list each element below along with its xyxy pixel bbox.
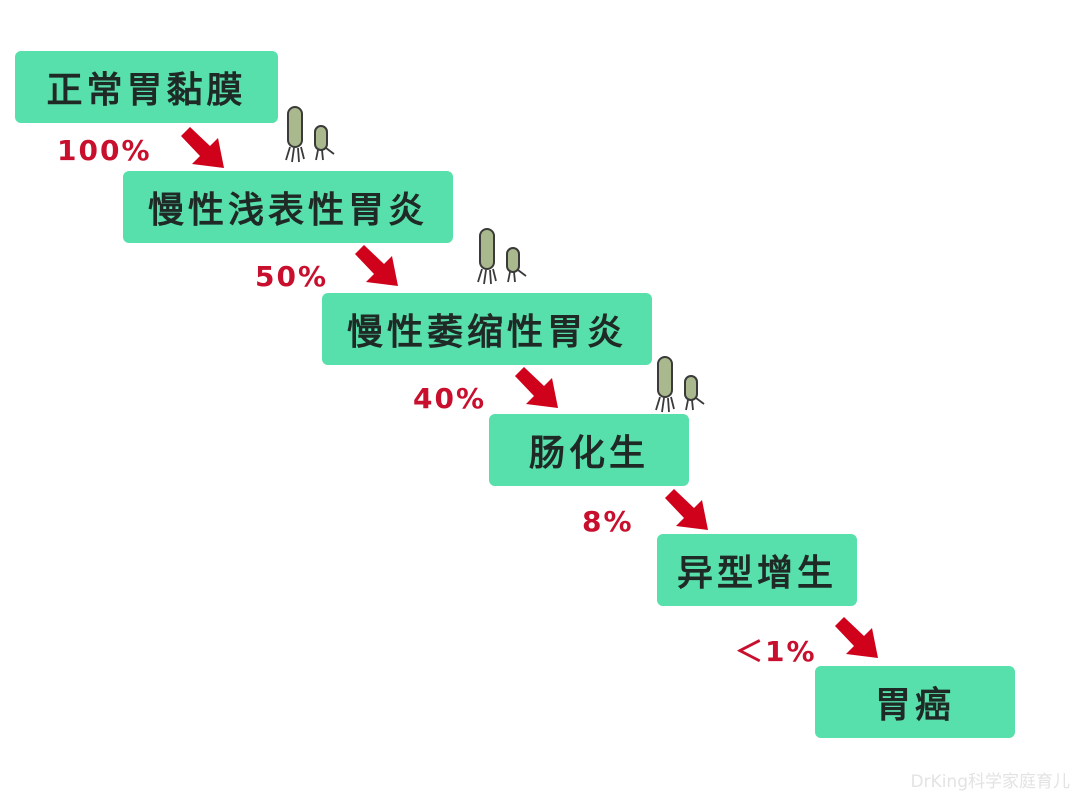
red-arrow-icon bbox=[181, 127, 224, 168]
stage-label: 异型增生 bbox=[676, 553, 837, 594]
helicobacter-bacteria-icon bbox=[477, 228, 527, 285]
transition-percent: 8% bbox=[582, 505, 634, 538]
transition-percent: ＜1% bbox=[735, 635, 817, 668]
stage-label: 肠化生 bbox=[528, 433, 649, 474]
transition-percent: 40% bbox=[413, 382, 487, 415]
transition-percent: 100% bbox=[57, 134, 152, 167]
stage-gastric-cancer: 胃癌 bbox=[815, 666, 1015, 738]
stage-label: 正常胃黏膜 bbox=[46, 70, 247, 111]
helicobacter-bacteria-icon bbox=[285, 106, 335, 163]
stage-chronic-superficial-gastritis: 慢性浅表性胃炎 bbox=[123, 171, 453, 243]
red-arrow-icon bbox=[835, 617, 878, 658]
stage-chronic-atrophic-gastritis: 慢性萎缩性胃炎 bbox=[322, 293, 652, 365]
transition-percent: 50% bbox=[255, 260, 329, 293]
helicobacter-bacteria-icon bbox=[655, 356, 705, 413]
stage-label: 慢性萎缩性胃炎 bbox=[346, 312, 627, 353]
red-arrow-icon bbox=[515, 367, 558, 408]
red-arrow-icon bbox=[665, 489, 708, 530]
stage-dysplasia: 异型增生 bbox=[657, 534, 857, 606]
red-arrow-icon bbox=[355, 245, 398, 286]
stage-normal-gastric-mucosa: 正常胃黏膜 bbox=[15, 51, 278, 123]
stage-label: 胃癌 bbox=[874, 685, 955, 726]
stage-intestinal-metaplasia: 肠化生 bbox=[489, 414, 689, 486]
stage-label: 慢性浅表性胃炎 bbox=[147, 190, 428, 231]
watermark: DrKing科学家庭育儿 bbox=[910, 772, 1070, 792]
